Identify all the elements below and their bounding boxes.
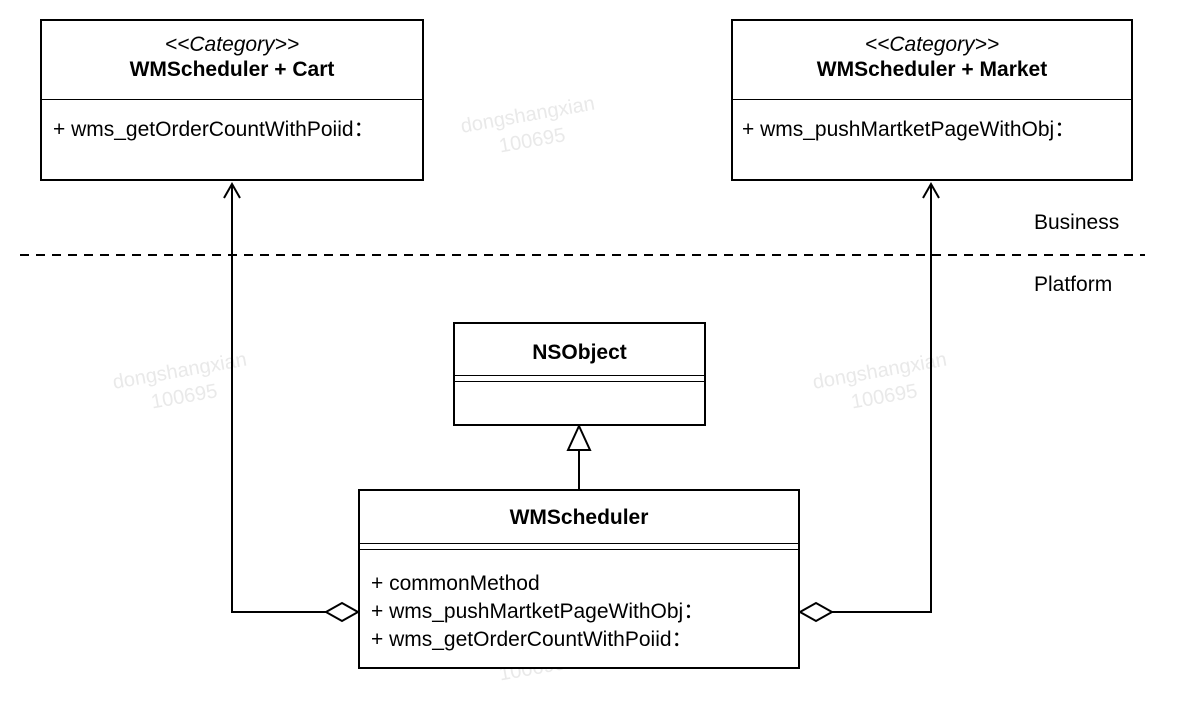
stereotype-label: <<Category>>	[164, 33, 300, 56]
class-divider	[42, 99, 422, 100]
market-aggregation-diamond	[797, 601, 835, 623]
class-divider	[733, 99, 1131, 100]
method-item: + wms_getOrderCountWithPoiid：	[371, 628, 693, 651]
method-item: + wms_pushMartketPageWithObj：	[371, 600, 705, 623]
class-wmscheduler[interactable]: WMScheduler + commonMethod + wms_pushMar…	[358, 489, 800, 669]
class-nsobject[interactable]: NSObject	[453, 322, 706, 426]
class-divider	[455, 375, 704, 376]
class-divider	[360, 543, 798, 544]
platform-label: Platform	[1034, 273, 1113, 296]
class-cart-category[interactable]: <<Category>> WMScheduler + Cart + wms_ge…	[40, 19, 424, 181]
method-item: + wms_getOrderCountWithPoiid：	[53, 118, 375, 141]
class-name: WMScheduler + Market	[816, 58, 1048, 81]
method-item: + commonMethod	[371, 572, 540, 595]
business-label: Business	[1034, 211, 1120, 234]
inheritance-triangle	[566, 423, 592, 451]
class-name: WMScheduler	[509, 506, 649, 529]
market-arrowhead	[922, 181, 940, 199]
method-list: + commonMethod + wms_pushMartketPageWith…	[371, 570, 704, 654]
method-item: + wms_pushMartketPageWithObj：	[742, 118, 1076, 141]
cart-association-line	[231, 186, 326, 613]
class-name: NSObject	[532, 341, 627, 364]
class-market-category[interactable]: <<Category>> WMScheduler + Market + wms_…	[731, 19, 1133, 181]
market-association-line	[832, 186, 932, 613]
cart-aggregation-diamond	[323, 601, 361, 623]
class-name: WMScheduler + Cart	[129, 58, 335, 81]
class-divider	[455, 381, 704, 382]
class-divider	[360, 549, 798, 550]
stereotype-label: <<Category>>	[864, 33, 1000, 56]
cart-arrowhead	[223, 181, 241, 199]
